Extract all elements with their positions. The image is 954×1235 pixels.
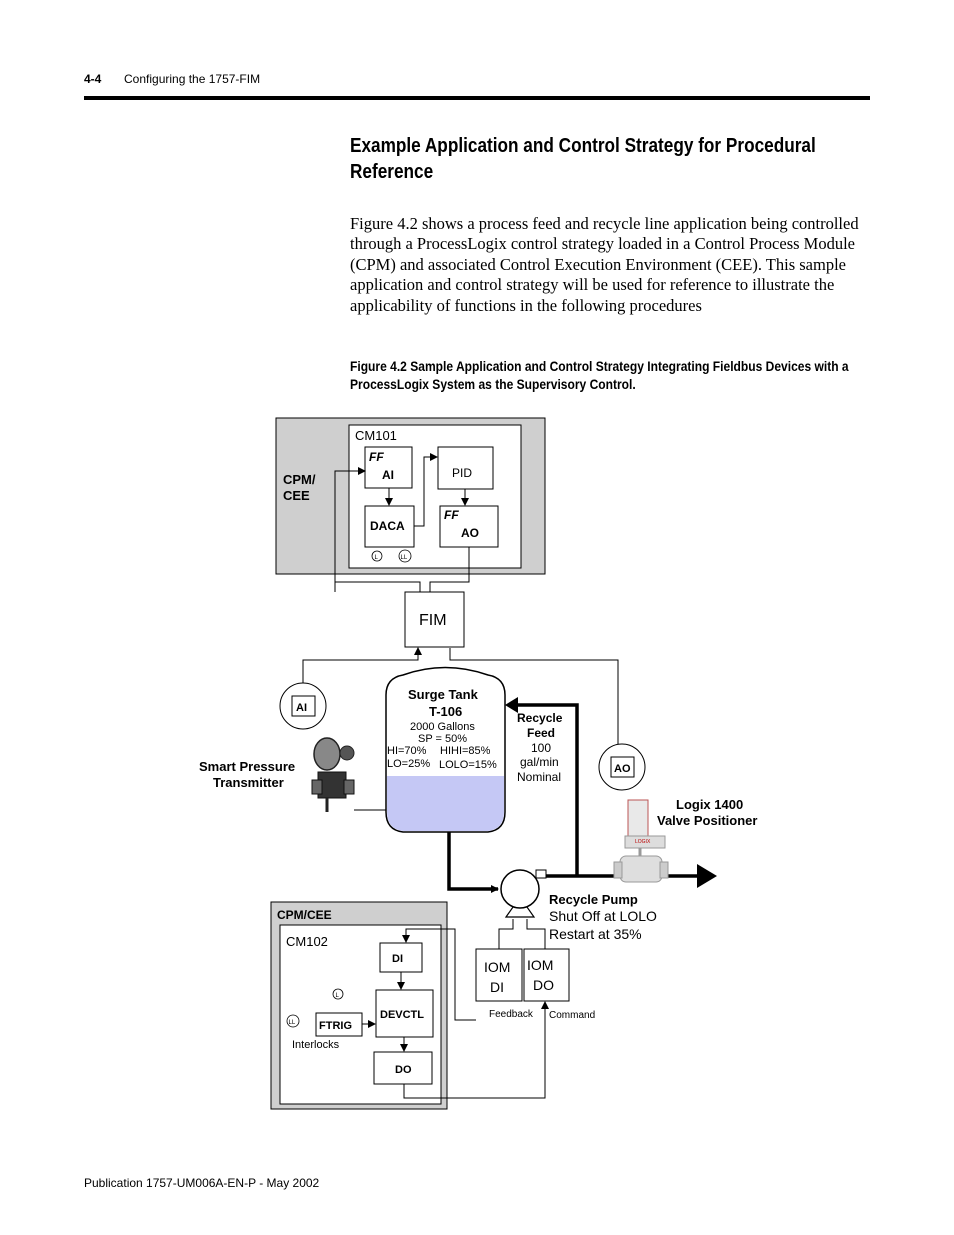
wire-fim-top <box>335 581 421 592</box>
pipe-tank-pump <box>447 832 499 893</box>
devctl-block-label: DEVCTL <box>380 1009 424 1021</box>
svg-text:LOGIX: LOGIX <box>635 839 651 845</box>
ai-block-label: AI <box>382 468 394 482</box>
ftrig-block-label: FTRIG <box>319 1020 352 1032</box>
footer-publication: Publication 1757-UM006A-EN-P - May 2002 <box>84 1176 320 1190</box>
tank-liquid <box>387 776 504 831</box>
daca-block-label: DACA <box>370 519 405 533</box>
fim-box <box>404 591 465 648</box>
transmitter-label-2: Transmitter <box>213 775 284 790</box>
tank-hihi: HIHI=85% <box>440 745 491 757</box>
tank-sp: SP = 50% <box>418 733 467 745</box>
recycle-pump-icon <box>500 869 540 909</box>
cpm-cee-top-label-1: CPM/ <box>283 472 316 487</box>
l-marker-bottom-text: L <box>336 993 340 999</box>
recycle-feed-1: Recycle <box>517 711 563 725</box>
tank-id: T-106 <box>429 704 462 719</box>
iom-do-label-2: DO <box>533 977 554 993</box>
do-block-label: DO <box>395 1064 412 1076</box>
page-number: 4-4 <box>84 72 102 86</box>
chapter-title: Configuring the 1757-FIM <box>124 72 261 86</box>
figure-caption: Figure 4.2 Sample Application and Contro… <box>350 358 849 392</box>
pump-nozzle <box>535 869 547 879</box>
iom-do-label-1: IOM <box>527 957 553 973</box>
recycle-arrowhead <box>505 697 518 713</box>
header-rule <box>84 96 870 100</box>
pump-label-3: Restart at 35% <box>549 926 642 942</box>
outlet-arrowhead <box>697 864 717 888</box>
wire-command <box>403 1001 549 1099</box>
tank-lolo: LOLO=15% <box>439 759 497 771</box>
di-block <box>379 942 423 973</box>
positioner-ao-label: AO <box>614 763 631 775</box>
pump-label-2: Shut Off at LOLO <box>549 908 657 924</box>
do-block <box>373 1051 433 1085</box>
cpm-cee-top-label-2: CEE <box>283 488 310 503</box>
daca-block <box>364 505 415 548</box>
ll-marker-top <box>398 549 412 563</box>
smart-pressure-transmitter-icon <box>311 737 355 812</box>
tank-lo: LO=25% <box>387 758 430 770</box>
section-title: Example Application and Control Strategy… <box>350 135 816 183</box>
wire-ao-out <box>429 547 470 592</box>
pipe-recycle <box>510 703 579 876</box>
iom-di-label-2: DI <box>490 979 504 995</box>
wire-daca-pid <box>414 453 438 527</box>
wire-feedback <box>402 928 476 1021</box>
cpm-cee-bottom-label: CPM/CEE <box>277 908 332 922</box>
iom-di-box <box>475 948 523 1002</box>
wire-ai-in <box>334 467 366 592</box>
pid-block-label: PID <box>452 466 472 480</box>
l-marker-top <box>371 550 383 562</box>
wire-pump-iomdo <box>526 919 546 949</box>
positioner-ao-box <box>610 756 635 778</box>
recycle-feed-2: Feed <box>527 726 555 740</box>
interlocks-label: Interlocks <box>292 1039 340 1051</box>
ll-marker-bottom-text: LL <box>289 1020 296 1026</box>
wire-fim-positioner <box>449 648 619 757</box>
iom-di-label-1: IOM <box>484 959 510 975</box>
transmitter-label-1: Smart Pressure <box>199 759 295 774</box>
devctl-block <box>375 989 434 1038</box>
di-block-label: DI <box>392 953 403 965</box>
l-marker-bottom <box>332 988 344 1000</box>
transmitter-ai-label: AI <box>296 702 307 714</box>
l-marker-top-text: L <box>375 555 379 561</box>
wire-transmitter-fim <box>302 647 422 695</box>
recycle-feed-4: gal/min <box>520 755 559 769</box>
tank-name: Surge Tank <box>408 687 479 702</box>
tank-capacity: 2000 Gallons <box>410 721 475 733</box>
transmitter-ai-box <box>291 695 316 717</box>
body-paragraph: Figure 4.2 shows a process feed and recy… <box>350 214 859 315</box>
tank-hi: HI=70% <box>387 745 427 757</box>
positioner-label-2: Valve Positioner <box>657 813 757 828</box>
ll-marker-bottom <box>286 1014 300 1028</box>
feedback-label: Feedback <box>489 1009 534 1020</box>
valve-positioner-icon: LOGIX <box>613 799 669 883</box>
recycle-feed-5: Nominal <box>517 770 561 784</box>
pump-label-1: Recycle Pump <box>549 892 638 907</box>
ll-marker-top-text: LL <box>401 555 408 561</box>
wire-pump-iomdi <box>498 919 514 949</box>
ff-marker-ao: FF <box>444 508 459 522</box>
recycle-feed-3: 100 <box>531 741 551 755</box>
cm101-label: CM101 <box>355 428 397 443</box>
positioner-label-1: Logix 1400 <box>676 797 743 812</box>
cm102-label: CM102 <box>286 934 328 949</box>
fim-label: FIM <box>419 612 447 629</box>
command-label: Command <box>549 1010 595 1021</box>
pid-block <box>437 446 494 490</box>
ao-block-label: AO <box>461 526 479 540</box>
ff-marker-ai: FF <box>369 450 384 464</box>
